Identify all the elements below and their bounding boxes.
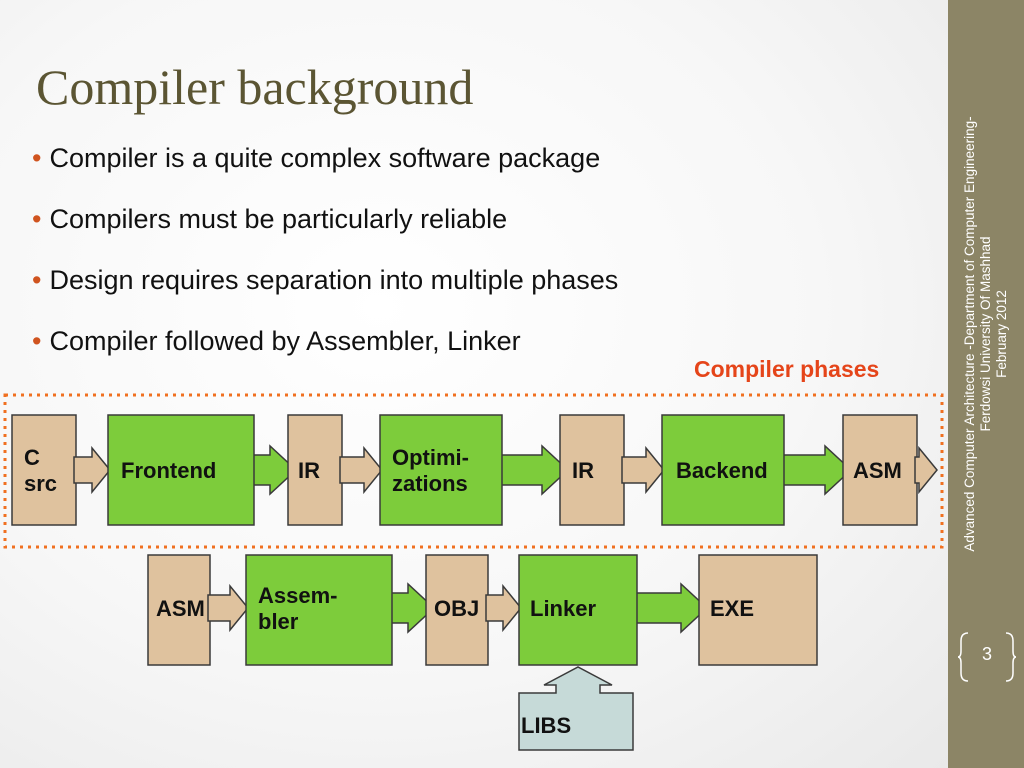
bullet-dot-icon: •: [32, 265, 42, 295]
data-box-label: IR: [572, 458, 594, 483]
footer-line-1: Advanced Computer Architecture -Departme…: [962, 116, 977, 552]
page-number: 3: [981, 644, 992, 664]
data-box: [425, 554, 489, 666]
footer-line-2: Ferdowsi University Of Mashhad: [978, 236, 993, 432]
data-box: [147, 554, 211, 666]
process-box: [379, 414, 503, 526]
data-box-label: ASM: [156, 596, 205, 621]
bullet-item: •Compiler followed by Assembler, Linker: [32, 323, 618, 384]
bullet-item: •Design requires separation into multipl…: [32, 262, 618, 323]
bullet-dot-icon: •: [32, 143, 42, 173]
process-box-label: Backend: [676, 458, 768, 483]
bullet-text: Design requires separation into multiple…: [49, 265, 619, 295]
data-arrow: [914, 445, 938, 495]
data-box: [559, 414, 625, 526]
data-arrow: [73, 445, 111, 495]
compiler-phases-label: Compiler phases: [694, 356, 880, 382]
data-box: [842, 414, 918, 526]
bullet-dot-icon: •: [32, 326, 42, 356]
process-box-label: Assem-: [258, 583, 337, 608]
flow-arrow: [773, 444, 853, 496]
slide-title: Compiler background: [36, 59, 474, 115]
process-box-label: Frontend: [121, 458, 216, 483]
page-bracket-icon: [958, 632, 1016, 682]
flow-arrow: [626, 582, 709, 634]
data-box-label: EXE: [710, 596, 754, 621]
process-box: [518, 554, 638, 666]
data-arrow: [339, 445, 383, 495]
bullet-text: Compiler followed by Assembler, Linker: [49, 326, 521, 356]
data-box-label: ASM: [853, 458, 902, 483]
libs-label: LIBS: [521, 713, 571, 738]
flow-arrow: [491, 444, 570, 496]
bullet-item: •Compilers must be particularly reliable: [32, 201, 618, 262]
data-arrow: [621, 445, 665, 495]
process-box-label: Linker: [530, 596, 596, 621]
data-arrow: [207, 583, 249, 633]
data-box: [11, 414, 77, 526]
data-box-label: OBJ: [434, 596, 479, 621]
data-box-label: IR: [298, 458, 320, 483]
process-box-label: zations: [392, 471, 468, 496]
bullet-list: •Compiler is a quite complex software pa…: [32, 140, 618, 384]
bullet-text: Compilers must be particularly reliable: [49, 204, 508, 234]
process-box-label: bler: [258, 609, 299, 634]
data-box-label: C: [24, 445, 40, 470]
bullet-dot-icon: •: [32, 204, 42, 234]
bullet-text: Compiler is a quite complex software pac…: [49, 143, 601, 173]
process-box: [107, 414, 255, 526]
data-box: [287, 414, 343, 526]
footer-line-3: February 2012: [994, 290, 1009, 378]
libs-box: [518, 666, 634, 751]
process-box-label: Optimi-: [392, 445, 469, 470]
bullet-item: •Compiler is a quite complex software pa…: [32, 140, 618, 201]
page-number-badge: 3: [958, 631, 1016, 683]
process-box: [245, 554, 393, 666]
data-arrow: [485, 583, 522, 633]
data-box: [698, 554, 818, 666]
process-box: [661, 414, 785, 526]
data-box-label: src: [24, 471, 57, 496]
